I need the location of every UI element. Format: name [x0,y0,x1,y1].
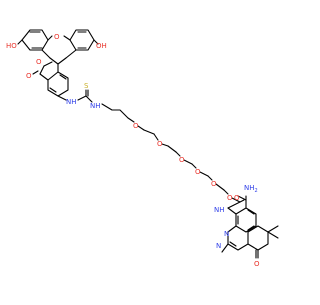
thiourea-bonds [77,89,93,103]
label-lactone-o-carbonyl: O [26,72,32,80]
label-o-xanthene: O [54,33,60,41]
label-o-peg4: O [195,168,201,176]
label-o-ketone: O [254,260,260,268]
label-ho-left: HO [6,42,17,50]
label-o-peg2: O [157,140,163,148]
label-n-pyrazole-2: N [216,242,221,250]
label-nh-aniline: NH [214,206,225,214]
label-o-peg6: O [227,194,233,202]
label-s-thiourea: S [84,82,89,90]
molecule-svg: HO O OH O O NH S NH O O O O O O NH2 O NH… [6,29,279,268]
label-o-peg5: O [211,180,217,188]
label-amide-nh2: NH2 [244,184,258,194]
atom-labels: HO O OH O O NH S NH O O O O O O NH2 O NH… [6,33,260,268]
fluorescein-bonds [17,29,99,101]
label-o-peg1: O [133,122,139,130]
benzamide-indazolone-bonds [221,195,279,259]
label-amide-o: O [234,194,240,202]
peg-chain-bonds [101,103,241,203]
label-oh-right: OH [96,42,107,50]
label-n-pyrazole-1: N [224,230,229,238]
label-lactone-o-ring: O [36,58,42,66]
label-nh-thiourea-right: NH [90,102,101,110]
label-nh-thiourea-left: NH [66,98,77,106]
label-o-peg3: O [179,156,185,164]
chemical-structure-drawing: HO O OH O O NH S NH O O O O O O NH2 O NH… [6,29,279,268]
